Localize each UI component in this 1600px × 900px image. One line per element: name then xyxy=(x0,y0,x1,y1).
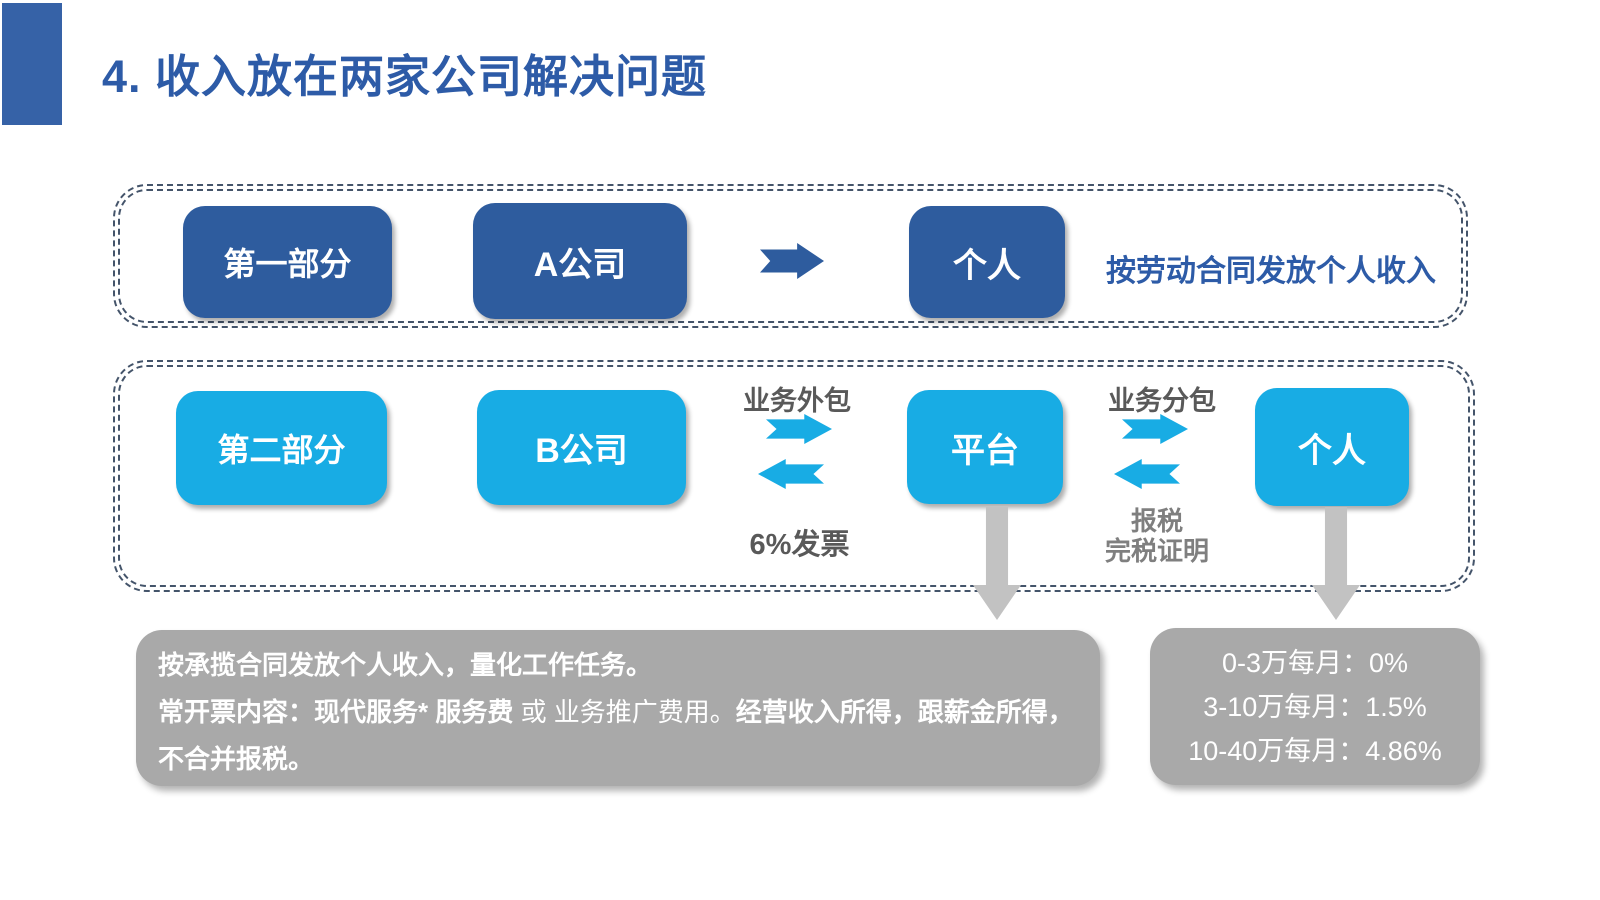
contract-note-line2-bold1: 常开票内容：现代服务* 服务费 xyxy=(158,697,514,727)
company-b-text: B公司 xyxy=(535,432,628,470)
company-a-text: A公司 xyxy=(533,245,627,284)
platform-text: 平台 xyxy=(951,431,1019,470)
page-title: 4. 收入放在两家公司解决问题 xyxy=(102,51,708,102)
invoice-label: 6%发票 xyxy=(749,529,850,561)
platform-box: 平台 xyxy=(907,390,1063,504)
company-b-box: B公司 xyxy=(477,390,686,505)
outsource-label: 业务外包 xyxy=(743,386,851,416)
company-a-box: A公司 xyxy=(473,203,687,319)
part1-label-text: 第一部分 xyxy=(223,246,352,282)
part1-person-box: 个人 xyxy=(909,206,1065,318)
contract-note-line3: 不合并报税。 xyxy=(158,744,315,774)
subcontract-label: 业务分包 xyxy=(1108,386,1216,416)
part2-label-text: 第二部分 xyxy=(217,432,346,468)
part2-label-box: 第二部分 xyxy=(176,391,387,505)
tax-rate-box: 0-3万每月：0% 3-10万每月：1.5% 10-40万每月：4.86% xyxy=(1150,628,1480,785)
part1-person-text: 个人 xyxy=(953,246,1021,285)
part1-note: 按劳动合同发放个人收入 xyxy=(1106,255,1436,288)
contract-note-box: 按承揽合同发放个人收入，量化工作任务。 常开票内容：现代服务* 服务费 或 业务… xyxy=(136,630,1100,786)
tax-rate-row: 10-40万每月：4.86% xyxy=(1188,736,1442,766)
part2-person-box: 个人 xyxy=(1255,388,1409,506)
tax-line2: 完税证明 xyxy=(1104,536,1209,566)
title-accent-bar xyxy=(2,3,62,125)
contract-note-line1: 按承揽合同发放个人收入，量化工作任务。 xyxy=(158,650,653,680)
contract-note-line2-bold2: 经营收入所得，跟薪金所得， xyxy=(735,697,1074,727)
tax-line1: 报税 xyxy=(1130,506,1183,536)
contract-note-line2: 常开票内容：现代服务* 服务费 或 业务推广费用。经营收入所得，跟薪金所得， xyxy=(158,689,1090,736)
tax-rate-row: 0-3万每月：0% xyxy=(1221,648,1409,678)
part1-label-box: 第一部分 xyxy=(183,206,392,318)
contract-note-line2-regular: 或 业务推广费用。 xyxy=(513,697,736,727)
part2-person-text: 个人 xyxy=(1298,431,1366,470)
tax-rate-row: 3-10万每月：1.5% xyxy=(1203,692,1427,722)
tax-label: 报税 完税证明 xyxy=(1077,506,1237,566)
